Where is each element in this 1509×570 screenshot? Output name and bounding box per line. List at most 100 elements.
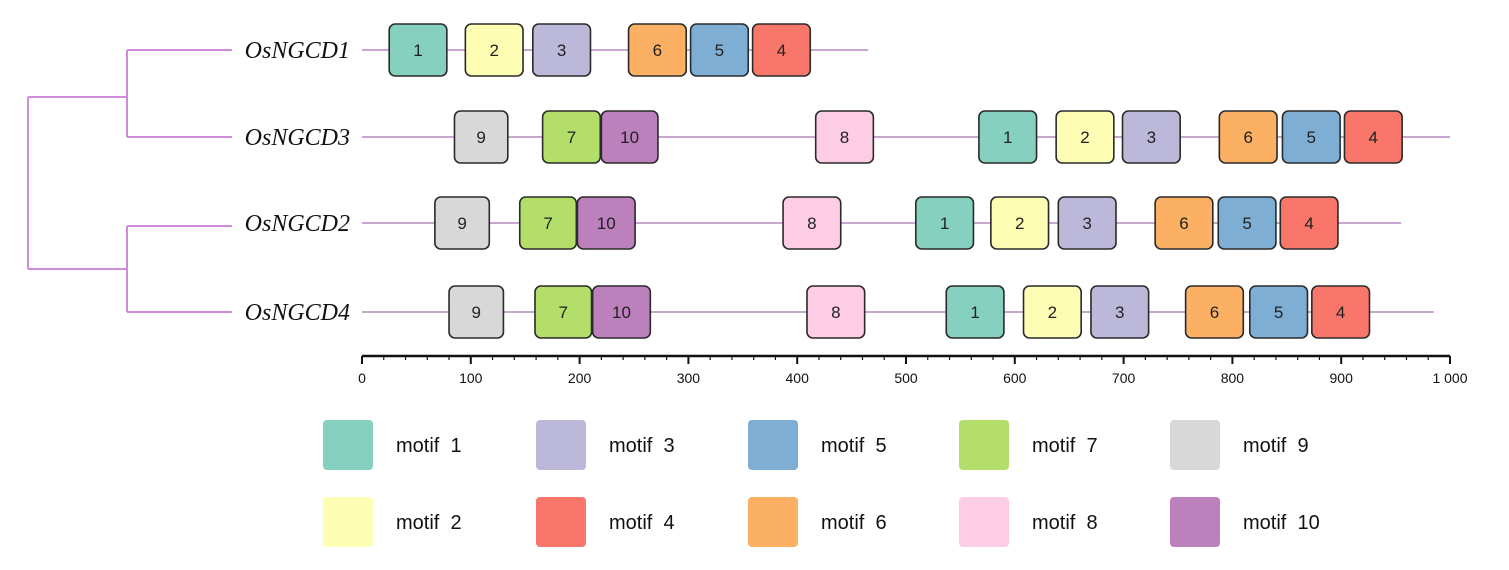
legend-label: motif 3 (609, 435, 675, 457)
gene-name-label: OsNGCD2 (245, 211, 350, 237)
motif-number-label: 10 (620, 128, 639, 147)
legend-swatch (1170, 497, 1220, 547)
motif-box-4: 4 (1311, 285, 1371, 339)
motif-box-10: 10 (600, 110, 659, 164)
axis-tick-label: 1 000 (1432, 370, 1467, 386)
motif-rect (1218, 110, 1278, 164)
motif-number-label: 8 (807, 214, 816, 233)
motif-number-label: 4 (777, 41, 786, 60)
motif-number-label: 7 (543, 214, 552, 233)
motif-number-label: 2 (1015, 214, 1024, 233)
legend-item-motif-1: motif 1 (323, 420, 462, 470)
axis-tick-label: 200 (568, 370, 592, 386)
motif-rect (1090, 285, 1150, 339)
motif-number-label: 8 (840, 128, 849, 147)
motif-number-label: 3 (557, 41, 566, 60)
motif-box-6: 6 (1218, 110, 1278, 164)
legend-item-motif-9: motif 9 (1170, 420, 1309, 470)
motif-box-7: 7 (518, 196, 578, 250)
motif-number-label: 1 (940, 214, 949, 233)
motif-rect (1217, 196, 1277, 250)
motif-number-label: 9 (457, 214, 466, 233)
motif-number-label: 2 (489, 41, 498, 60)
motif-number-label: 3 (1082, 214, 1091, 233)
axis-tick-label: 700 (1112, 370, 1136, 386)
legend-item-motif-6: motif 6 (748, 497, 887, 547)
motif-rect (1057, 196, 1117, 250)
motif-rect (814, 110, 875, 164)
motif-number-label: 2 (1080, 128, 1089, 147)
motif-box-10: 10 (591, 285, 652, 339)
motif-number-label: 6 (1210, 303, 1219, 322)
motif-number-label: 1 (970, 303, 979, 322)
legend-label: motif 5 (821, 435, 887, 457)
motif-rect (541, 110, 602, 164)
motif-rect (464, 23, 524, 77)
legend-label: motif 9 (1243, 435, 1309, 457)
legend-swatch (536, 420, 586, 470)
motif-rect (806, 285, 866, 339)
motif-number-label: 7 (559, 303, 568, 322)
legend-item-motif-2: motif 2 (323, 497, 462, 547)
motif-rect (1022, 285, 1082, 339)
motif-number-label: 6 (653, 41, 662, 60)
motif-rect (591, 285, 652, 339)
motif-box-9: 9 (453, 110, 509, 164)
motif-box-8: 8 (806, 285, 866, 339)
motif-box-8: 8 (782, 196, 842, 250)
motif-number-label: 6 (1179, 214, 1188, 233)
phylogenetic-tree (27, 49, 232, 313)
motif-rect (751, 23, 812, 77)
motif-number-label: 9 (476, 128, 485, 147)
motif-box-5: 5 (689, 23, 750, 77)
motif-rect (782, 196, 842, 250)
motif-box-1: 1 (914, 196, 975, 250)
legend-item-motif-10: motif 10 (1170, 497, 1320, 547)
gene-name-label: OsNGCD1 (245, 38, 350, 64)
motif-rect (448, 285, 505, 339)
motif-box-3: 3 (1121, 110, 1181, 164)
motif-number-label: 1 (413, 41, 422, 60)
motif-box-8: 8 (814, 110, 875, 164)
motif-rect (1055, 110, 1115, 164)
legend-swatch (1170, 420, 1220, 470)
motif-number-label: 4 (1336, 303, 1345, 322)
legend-swatch (748, 420, 798, 470)
motif-box-4: 4 (751, 23, 812, 77)
legend-label: motif 6 (821, 512, 887, 534)
motif-number-label: 1 (1003, 128, 1012, 147)
legend-item-motif-3: motif 3 (536, 420, 675, 470)
axis-tick-label: 300 (677, 370, 701, 386)
motif-box-10: 10 (576, 196, 636, 250)
motif-number-label: 4 (1369, 128, 1378, 147)
motif-number-label: 7 (567, 128, 576, 147)
legend-item-motif-5: motif 5 (748, 420, 887, 470)
gene-row: OsNGCD1 1 2 3 6 5 4 (245, 23, 868, 77)
legend-swatch (748, 497, 798, 547)
legend-item-motif-4: motif 4 (536, 497, 675, 547)
motif-box-1: 1 (978, 110, 1038, 164)
legend-label: motif 4 (609, 512, 675, 534)
motif-rect (945, 285, 1005, 339)
axis-tick-label: 600 (1003, 370, 1027, 386)
motif-box-5: 5 (1281, 110, 1341, 164)
axis-tick-label: 800 (1221, 370, 1245, 386)
motif-box-2: 2 (990, 196, 1050, 250)
legend-item-motif-8: motif 8 (959, 497, 1098, 547)
motif-rect (689, 23, 750, 77)
motif-number-label: 5 (1307, 128, 1316, 147)
motif-box-5: 5 (1249, 285, 1309, 339)
motif-rect (627, 23, 688, 77)
motif-box-7: 7 (541, 110, 602, 164)
motif-rect (453, 110, 509, 164)
motif-rect (1249, 285, 1309, 339)
motif-number-label: 2 (1048, 303, 1057, 322)
legend-label: motif 10 (1243, 512, 1320, 534)
motif-box-3: 3 (532, 23, 592, 77)
motif-number-label: 4 (1304, 214, 1313, 233)
